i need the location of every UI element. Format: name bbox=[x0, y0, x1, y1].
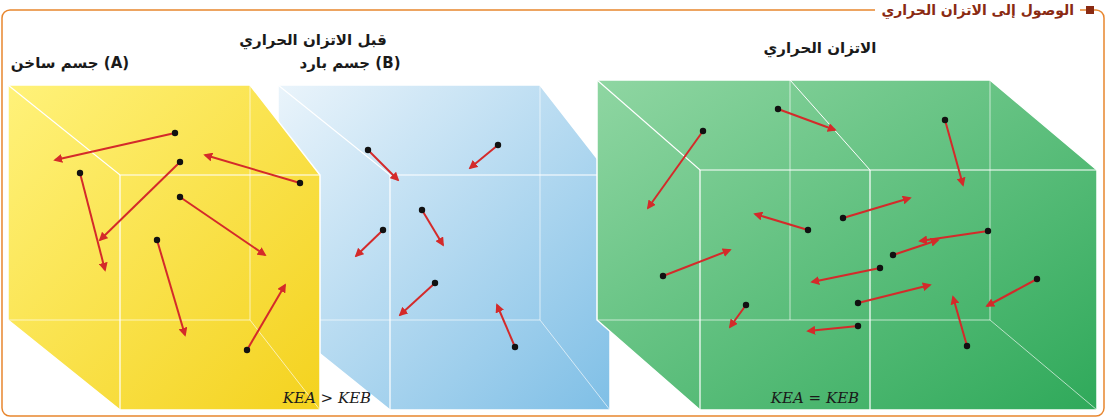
molecule-dot bbox=[743, 302, 749, 308]
molecule-dot bbox=[964, 343, 970, 349]
molecule-dot bbox=[1034, 276, 1040, 282]
velocity-arrow bbox=[368, 150, 398, 180]
energy-relation: KEA = KEB bbox=[771, 389, 859, 407]
velocity-arrow bbox=[778, 109, 835, 130]
section-heading: قبل الاتزان الحراري bbox=[239, 31, 386, 49]
box-heading: الاتزان الحراري bbox=[764, 39, 877, 57]
velocity-arrow bbox=[945, 120, 963, 185]
molecule-dot bbox=[177, 194, 183, 200]
velocity-arrow bbox=[843, 198, 910, 218]
velocity-arrow bbox=[808, 326, 858, 331]
velocity-arrow bbox=[648, 131, 703, 208]
energy-relation: KEA > KEB bbox=[283, 389, 371, 407]
molecule-dot bbox=[172, 130, 178, 136]
velocity-arrow bbox=[205, 155, 300, 183]
velocity-arrow bbox=[400, 283, 435, 315]
equilibrium-block bbox=[597, 80, 1097, 410]
molecule-dot bbox=[419, 207, 425, 213]
velocity-arrow bbox=[180, 197, 265, 255]
velocity-arrow bbox=[812, 268, 880, 282]
velocity-arrow bbox=[663, 250, 730, 276]
velocity-arrow bbox=[157, 240, 185, 335]
velocity-arrow bbox=[953, 297, 967, 346]
molecule-dot bbox=[805, 227, 811, 233]
body-box: (A) جسم ساخن bbox=[8, 85, 320, 410]
panel-title: الوصول إلى الاتزان الحراري bbox=[875, 2, 1080, 18]
molecule-dot bbox=[365, 147, 371, 153]
velocity-arrow bbox=[356, 230, 383, 256]
molecule-dot bbox=[840, 215, 846, 221]
velocity-arrow bbox=[470, 145, 498, 168]
velocity-arrow bbox=[422, 210, 443, 245]
molecule-dot bbox=[297, 180, 303, 186]
velocity-arrow bbox=[247, 285, 285, 350]
molecule-dot bbox=[877, 265, 883, 271]
molecule-dot bbox=[177, 159, 183, 165]
velocity-arrow bbox=[80, 173, 105, 270]
molecule-dot bbox=[244, 347, 250, 353]
molecule-dot bbox=[380, 227, 386, 233]
body-box: الاتزان الحراري bbox=[597, 80, 1097, 410]
velocity-arrow bbox=[893, 240, 938, 255]
molecule-dot bbox=[77, 170, 83, 176]
velocity-arrow bbox=[858, 285, 930, 303]
velocity-arrow bbox=[987, 279, 1037, 306]
velocity-arrow bbox=[755, 214, 808, 230]
molecule-dot bbox=[890, 252, 896, 258]
velocity-arrow bbox=[730, 305, 746, 327]
velocity-arrow bbox=[920, 231, 988, 241]
molecule-dot bbox=[855, 300, 861, 306]
molecule-dot bbox=[495, 142, 501, 148]
box-heading: (B) جسم بارد bbox=[299, 54, 400, 72]
velocity-arrow bbox=[497, 305, 515, 347]
box-heading: (A) جسم ساخن bbox=[11, 54, 129, 72]
molecule-dot bbox=[512, 344, 518, 350]
molecule-dot bbox=[855, 323, 861, 329]
cold-cube bbox=[278, 85, 610, 410]
molecule-dot bbox=[660, 273, 666, 279]
molecule-arrows bbox=[55, 106, 1040, 353]
molecule-dot bbox=[700, 128, 706, 134]
frame bbox=[2, 10, 1104, 416]
bullet bbox=[1086, 6, 1094, 14]
molecule-dot bbox=[154, 237, 160, 243]
molecule-dot bbox=[942, 117, 948, 123]
molecule-dot bbox=[432, 280, 438, 286]
hot-cube bbox=[8, 85, 320, 410]
molecule-dot bbox=[775, 106, 781, 112]
velocity-arrow bbox=[100, 162, 180, 240]
molecule-dot bbox=[985, 228, 991, 234]
body-box: (B) جسم بارد bbox=[278, 85, 610, 410]
velocity-arrow bbox=[55, 133, 175, 160]
